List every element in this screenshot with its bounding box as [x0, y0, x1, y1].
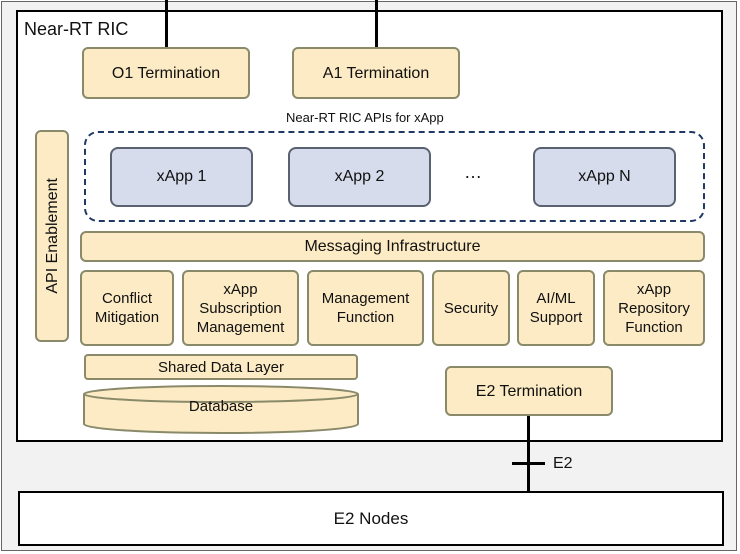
management-function-line: Management — [321, 290, 410, 307]
o1-connector — [165, 0, 168, 47]
e2-nodes-label: E2 Nodes — [333, 508, 409, 528]
e2-termination: E2 Termination — [445, 366, 613, 416]
security: Security — [432, 270, 510, 346]
shared-data-layer: Shared Data Layer — [84, 354, 358, 380]
ai-ml-support: AI/ML Support — [517, 270, 595, 346]
e2-tick — [512, 462, 545, 465]
messaging-infrastructure: Messaging Infrastructure — [80, 231, 705, 262]
a1-termination: A1 Termination — [292, 47, 460, 99]
e2-nodes: E2 Nodes — [18, 491, 724, 546]
apis-label: Near-RT RIC APIs for xApp — [286, 110, 444, 125]
xapp-2: xApp 2 — [288, 147, 431, 207]
xapp-n-label: xApp N — [578, 168, 631, 185]
e2-label: E2 — [553, 455, 573, 472]
database-label: Database — [188, 398, 254, 415]
e2-termination-label: E2 Termination — [475, 382, 583, 400]
e2-connector — [527, 416, 530, 492]
xapp-subscription-line: Management — [196, 318, 285, 336]
ai-ml-support-line: AI/ML — [536, 290, 576, 307]
xapp-1-label: xApp 1 — [156, 168, 207, 185]
shared-data-layer-label: Shared Data Layer — [158, 358, 284, 376]
a1-termination-label: A1 Termination — [322, 64, 430, 82]
o1-termination: O1 Termination — [82, 47, 250, 99]
database-cylinder-icon — [83, 385, 359, 434]
a1-connector — [375, 0, 378, 47]
xapp-1: xApp 1 — [110, 147, 253, 207]
ai-ml-support-line: Support — [529, 309, 583, 326]
management-function-line: Function — [336, 309, 395, 326]
conflict-mitigation-line: Conflict — [101, 290, 152, 307]
xapp-2-label: xApp 2 — [334, 168, 385, 185]
api-enablement-label: API Enablement — [43, 178, 61, 294]
ric-title: Near-RT RIC — [24, 19, 129, 39]
xapp-subscription-line: Subscription — [199, 299, 282, 317]
conflict-mitigation-line: Mitigation — [94, 309, 160, 326]
xapp-area — [84, 131, 705, 222]
xapp-n: xApp N — [533, 147, 676, 207]
messaging-label: Messaging Infrastructure — [304, 238, 481, 255]
xapp-repository-line: xApp — [636, 280, 672, 298]
database: Database — [82, 384, 360, 436]
xapp-repository-line: Function — [625, 318, 683, 336]
security-line: Security — [443, 299, 499, 317]
api-enablement: API Enablement — [35, 130, 69, 342]
xapp-subscription-line: xApp — [223, 280, 258, 298]
o1-termination-label: O1 Termination — [111, 64, 221, 82]
xapp-repository-line: Repository — [618, 299, 690, 317]
xapp-ellipsis: … — [464, 162, 482, 182]
